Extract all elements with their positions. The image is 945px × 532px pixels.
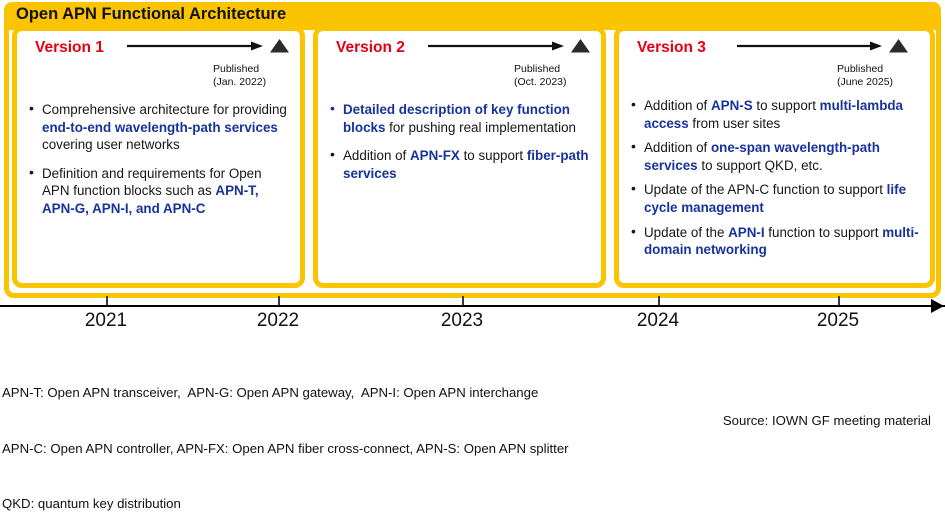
title-bar: [4, 2, 941, 30]
highlight-text: APN-T, APN-G, APN-I, and APN-C: [42, 183, 259, 216]
body-text: Definition and requirements for Open APN…: [42, 165, 262, 199]
arrow-with-milestone-icon: [428, 39, 590, 53]
timeline-tick: [278, 296, 280, 305]
timeline-tick: [838, 296, 840, 305]
bullet-item: Addition of APN-S to support multi-lambd…: [631, 96, 922, 132]
published-value: (Jan. 2022): [213, 75, 267, 88]
published-date: Published (Oct. 2023): [514, 63, 567, 88]
highlight-text: fiber-path services: [343, 148, 589, 181]
version-card-2: Version 2 Published (Oct. 2023) Detailed…: [313, 26, 606, 288]
body-text: to support: [459, 148, 527, 164]
page-title: Open APN Functional Architecture: [16, 5, 287, 23]
timeline-year-label: 2024: [636, 310, 680, 331]
version-card-1: Version 1 Published (Jan. 2022) Comprehe…: [12, 26, 305, 288]
abbreviation-notes: APN-T: Open APN transceiver, APN-G: Open…: [2, 347, 569, 532]
bullet-item: Update of the APN-C function to support …: [631, 180, 922, 216]
bullet-list: Detailed description of key function blo…: [330, 100, 593, 193]
timeline-tick: [106, 296, 108, 305]
timeline-year-label: 2025: [816, 310, 860, 331]
bullet-item: Definition and requirements for Open APN…: [29, 164, 292, 218]
highlight-text: APN-I: [728, 224, 765, 240]
note-line-1: APN-T: Open APN transceiver, APN-G: Open…: [2, 385, 539, 400]
progress-arrow: [127, 39, 292, 59]
source-caption: Source: IOWN GF meeting material: [722, 413, 931, 428]
bullet-item: Detailed description of key function blo…: [330, 100, 593, 136]
published-date: Published (Jan. 2022): [213, 63, 266, 88]
timeline-arrowhead-icon: [931, 299, 944, 313]
highlight-text: end-to-end wavelength-path services: [42, 119, 278, 135]
published-value: (June 2025): [837, 75, 894, 88]
highlight-text: APN-S: [711, 98, 753, 113]
published-value: (Oct. 2023): [514, 75, 567, 88]
body-text: for pushing real implementation: [385, 119, 576, 135]
published-date: Published (June 2025): [837, 63, 893, 88]
published-label: Published: [514, 63, 561, 75]
body-text: from user sites: [688, 115, 781, 131]
timeline-axis: [0, 305, 945, 307]
body-text: covering user networks: [42, 137, 180, 153]
body-text: Addition of: [343, 148, 410, 164]
bullet-item: Update of the APN-I function to support …: [631, 223, 922, 259]
highlight-text: Detailed description of key function blo…: [343, 102, 570, 135]
bullet-list: Addition of APN-S to support multi-lambd…: [631, 96, 922, 266]
arrow-with-milestone-icon: [737, 39, 908, 53]
body-text: Comprehensive architecture for providing: [42, 102, 287, 117]
timeline-year-label: 2023: [440, 310, 484, 331]
highlight-text: life cycle management: [644, 182, 907, 215]
timeline-year-label: 2022: [256, 310, 300, 331]
body-text: function to support: [764, 224, 883, 240]
version-label: Version 3: [637, 39, 706, 56]
published-label: Published: [837, 63, 884, 75]
body-text: to support QKD, etc.: [697, 157, 823, 173]
highlight-text: APN-FX: [410, 148, 460, 164]
bullet-item: Addition of one-span wavelength-path ser…: [631, 138, 922, 174]
body-text: Update of the APN-C function to support: [644, 182, 887, 198]
version-label: Version 2: [336, 39, 405, 56]
bullet-item: Comprehensive architecture for providing…: [29, 100, 292, 154]
body-text: Addition of: [644, 98, 711, 113]
body-text: Update of the: [644, 224, 729, 240]
note-line-2: APN-C: Open APN controller, APN-FX: Open…: [2, 440, 569, 456]
timeline-tick: [658, 296, 660, 305]
timeline-year-label: 2021: [84, 310, 128, 331]
arrow-with-milestone-icon: [127, 39, 289, 53]
version-card-3: Version 3 Published (June 2025) Addition…: [614, 26, 935, 288]
progress-arrow: [737, 39, 915, 59]
timeline-tick: [462, 296, 464, 305]
highlight-text: one-span wavelength-path services: [644, 140, 880, 173]
bullet-list: Comprehensive architecture for providing…: [29, 100, 292, 229]
progress-arrow: [428, 39, 593, 59]
published-label: Published: [213, 63, 260, 75]
highlight-text: multi-domain networking: [644, 224, 919, 258]
bullet-item: Addition of APN-FX to support fiber-path…: [330, 146, 593, 182]
highlight-text: multi-lambda access: [644, 98, 903, 131]
body-text: to support: [752, 98, 820, 113]
note-line-3: QKD: quantum key distribution: [2, 496, 181, 511]
body-text: Addition of: [644, 140, 711, 156]
version-label: Version 1: [35, 39, 104, 56]
